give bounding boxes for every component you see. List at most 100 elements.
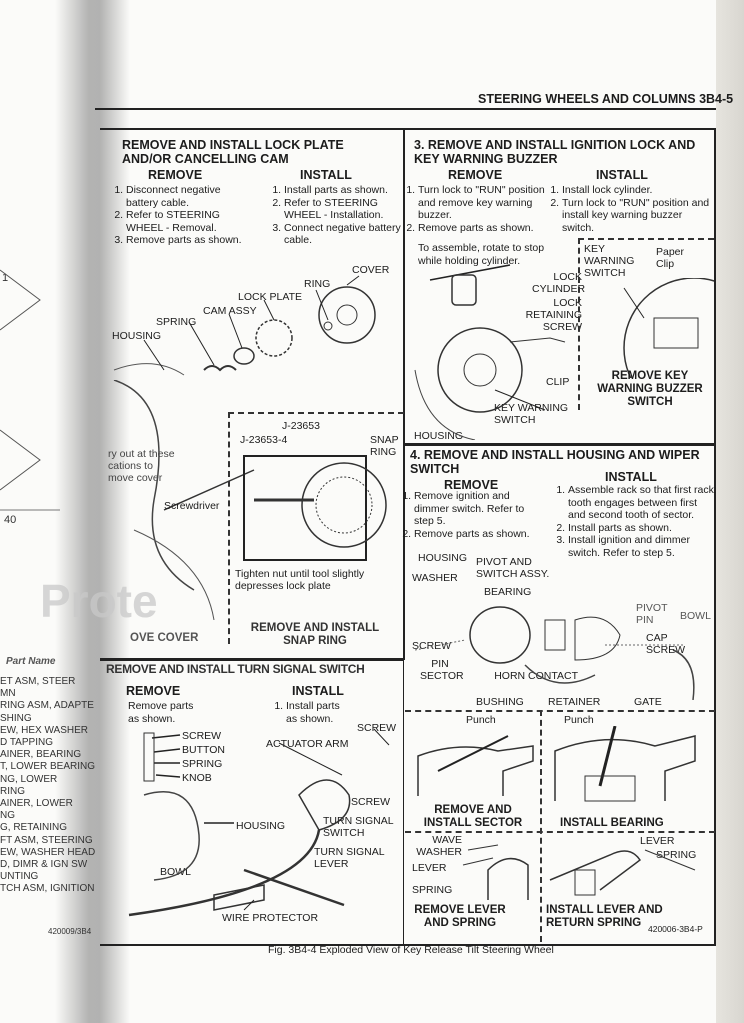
caption-remove-key-warning: REMOVE KEY WARNING BUZZER SWITCH bbox=[597, 370, 703, 408]
part-item: T, LOWER BEARING bbox=[0, 761, 96, 773]
step: Install parts as shown. bbox=[568, 522, 716, 535]
step: Remove ignition and dimmer switch. Refer… bbox=[414, 490, 540, 528]
label-lever: LEVER bbox=[640, 835, 675, 847]
inset-border bbox=[228, 412, 404, 414]
tighten-note: Tighten nut until tool slightly depresse… bbox=[235, 568, 365, 592]
section3-remove-heading: REMOVE bbox=[448, 168, 503, 182]
section3-install-steps: Install lock cylinder.Turn lock to "RUN"… bbox=[546, 184, 716, 234]
section5-remove-steps: Remove parts as shown. bbox=[120, 700, 200, 725]
label-bowl: BOWL bbox=[160, 866, 191, 878]
part-item: EW, HEX WASHER bbox=[0, 724, 88, 736]
header-rule bbox=[95, 108, 716, 110]
page-header-title: STEERING WHEELS AND COLUMNS 3B4-5 bbox=[478, 92, 734, 106]
label-spring: SPRING bbox=[182, 758, 223, 770]
label-tool-j23653-4: J-23653-4 bbox=[240, 434, 288, 446]
caption-remove-lever-spring: REMOVE LEVER AND SPRING bbox=[414, 904, 506, 929]
column-divider bbox=[403, 128, 405, 660]
label-pivot-switch-assy: PIVOT AND SWITCH ASSY. bbox=[476, 556, 550, 580]
note-line: cations to bbox=[108, 460, 153, 472]
parts-list: ET ASM, STEER MN RING ASM, ADAPTE SHING … bbox=[0, 676, 95, 896]
inset-border bbox=[405, 710, 715, 712]
label-inset-switch: KEY WARNING SWITCH bbox=[584, 243, 635, 279]
step: Remove parts as shown. bbox=[126, 234, 250, 247]
section2-install-steps: Install parts as shown.Refer to STEERING… bbox=[268, 184, 403, 247]
label-screw-lower: SCREW bbox=[351, 796, 391, 808]
step: Refer to STEERING WHEEL - Installation. bbox=[284, 197, 403, 222]
section3-remove-steps: Turn lock to "RUN" position and remove k… bbox=[402, 184, 550, 234]
label-screw-top: SCREW bbox=[357, 722, 397, 734]
figure-frame bbox=[100, 128, 716, 946]
part-item: EW, WASHER HEAD bbox=[0, 846, 96, 858]
part-item: NG bbox=[0, 810, 15, 822]
label-bowl: BOWL bbox=[680, 610, 711, 622]
part-name-header: Part Name bbox=[6, 656, 56, 667]
label-lock-plate: LOCK PLATE bbox=[238, 291, 302, 303]
label-spring: SPRING bbox=[412, 884, 453, 896]
section3-title: 3. REMOVE AND INSTALL IGNITION LOCK AND … bbox=[414, 138, 696, 166]
inset-border bbox=[578, 238, 714, 240]
label-pin-sector: PIN SECTOR bbox=[420, 658, 464, 682]
section4-remove-heading: REMOVE bbox=[444, 478, 499, 492]
key-warning-switch-diagram bbox=[623, 278, 714, 378]
label-spring: SPRING bbox=[156, 316, 197, 328]
label-snap-ring: SNAP RING bbox=[370, 434, 399, 458]
page-gutter-shadow bbox=[55, 0, 130, 1023]
left-page-diagram bbox=[0, 269, 60, 511]
section2-title: REMOVE AND INSTALL LOCK PLATE AND/OR CAN… bbox=[122, 138, 352, 166]
part-item: UNTING bbox=[0, 871, 39, 883]
inset-border bbox=[228, 412, 230, 644]
section4-install-steps: Assemble rack so that first rack tooth e… bbox=[552, 484, 716, 559]
caption-remove-install-sector: REMOVE AND INSTALL SECTOR bbox=[423, 804, 523, 829]
step: Remove parts as shown. bbox=[418, 222, 550, 235]
part-item: SHING bbox=[0, 712, 32, 724]
label-bushing: BUSHING bbox=[476, 696, 524, 708]
step: Install parts as shown. bbox=[286, 700, 350, 725]
label-wave-washer: WAVE WASHER bbox=[416, 834, 462, 858]
label-punch: Punch bbox=[466, 714, 496, 726]
step: Connect negative battery cable. bbox=[284, 222, 403, 247]
sector-diagram bbox=[417, 735, 534, 796]
label-punch: Punch bbox=[564, 714, 594, 726]
label-cover: COVER bbox=[352, 264, 390, 276]
lock-plate-exploded-diagram bbox=[113, 275, 376, 376]
bearing-diagram bbox=[554, 726, 696, 802]
section5-install-heading: INSTALL bbox=[292, 684, 344, 698]
caption-remove-cover: OVE COVER bbox=[130, 632, 199, 644]
label-cam-assy: CAM ASSY bbox=[203, 305, 257, 317]
step: Turn lock to "RUN" position and remove k… bbox=[418, 184, 550, 222]
section4-remove-steps: Remove ignition and dimmer switch. Refer… bbox=[398, 490, 540, 540]
housing-wiper-exploded-diagram bbox=[414, 606, 695, 700]
note-line: move cover bbox=[108, 472, 163, 484]
part-item: TCH ASM, IGNITION bbox=[0, 883, 95, 895]
label-wire-protector: WIRE PROTECTOR bbox=[222, 912, 319, 924]
turn-signal-switch-diagram bbox=[128, 728, 390, 917]
label-screw: SCREW bbox=[412, 640, 452, 652]
step: Install lock cylinder. bbox=[562, 184, 716, 197]
label-screw: SCREW bbox=[182, 730, 222, 742]
label-horn-contact: HORN CONTACT bbox=[494, 670, 578, 682]
part-item: D, DIMR & IGN SW bbox=[0, 859, 88, 871]
section-divider bbox=[100, 658, 404, 661]
label-bearing: BEARING bbox=[484, 586, 532, 598]
step: Remove parts as shown. bbox=[128, 700, 194, 725]
label-cap-screw: CAP SCREW bbox=[646, 632, 686, 656]
step: Remove parts as shown. bbox=[414, 528, 540, 541]
label-paper-clip: Paper Clip bbox=[656, 246, 685, 270]
section4-title: 4. REMOVE AND INSTALL HOUSING AND WIPER … bbox=[410, 448, 700, 476]
label-turn-signal-lever: TURN SIGNAL LEVER bbox=[314, 846, 385, 870]
return-spring-diagram bbox=[549, 849, 696, 896]
left-page-number: 40 bbox=[4, 514, 17, 526]
label-lever: LEVER bbox=[412, 862, 447, 874]
label-washer: WASHER bbox=[412, 572, 458, 584]
section2-install-heading: INSTALL bbox=[300, 168, 352, 182]
label-housing: HOUSING bbox=[236, 820, 286, 832]
label-housing: HOUSING bbox=[112, 330, 162, 342]
part-item: MN bbox=[0, 688, 16, 700]
cover-removal-diagram bbox=[113, 380, 387, 620]
section2-remove-steps: Disconnect negative battery cable.Refer … bbox=[110, 184, 250, 247]
label-tool-j23653: J-23653 bbox=[282, 420, 320, 432]
caption-install-bearing: INSTALL BEARING bbox=[560, 817, 664, 829]
step: Assemble rack so that first rack tooth e… bbox=[568, 484, 716, 522]
part-item: AINER, BEARING bbox=[0, 749, 82, 761]
